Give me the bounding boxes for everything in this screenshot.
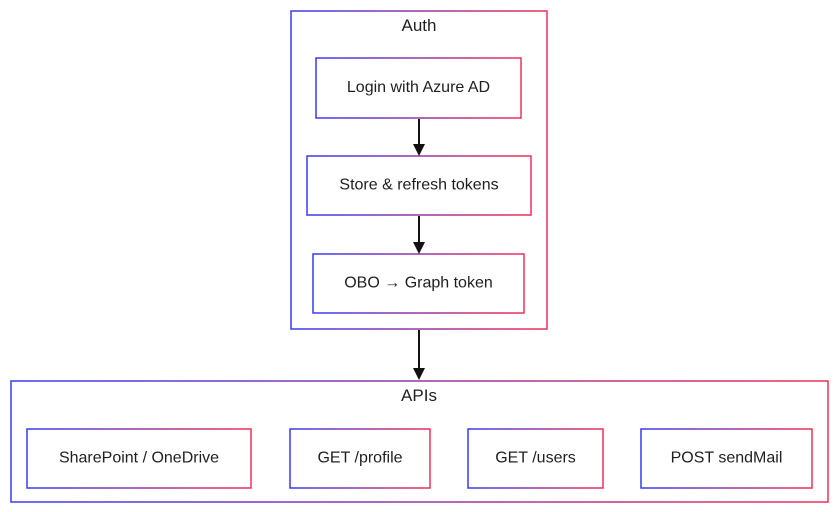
- auth-group: Auth: [290, 10, 548, 330]
- node-login[interactable]: Login with Azure AD: [315, 57, 522, 119]
- node-obo-label: OBO → Graph token: [344, 275, 493, 292]
- node-obo[interactable]: OBO → Graph token: [312, 253, 525, 314]
- node-get-profile[interactable]: GET /profile: [289, 428, 431, 489]
- node-sharepoint-box[interactable]: [26, 428, 252, 489]
- node-store-tokens-label: Store & refresh tokens: [339, 177, 498, 194]
- node-login-box[interactable]: [315, 57, 522, 119]
- node-sharepoint[interactable]: SharePoint / OneDrive: [26, 428, 252, 489]
- node-login-label: Login with Azure AD: [347, 79, 490, 96]
- apis-group-title: APIs: [401, 386, 437, 405]
- node-post-sendmail[interactable]: POST sendMail: [640, 428, 813, 489]
- node-get-users-box[interactable]: [467, 428, 604, 489]
- auth-group-frame: [290, 10, 548, 330]
- node-get-users[interactable]: GET /users: [467, 428, 604, 489]
- node-store-tokens-box[interactable]: [306, 155, 532, 216]
- node-get-profile-label: GET /profile: [317, 450, 402, 467]
- node-sharepoint-label: SharePoint / OneDrive: [59, 450, 219, 467]
- auth-group-title: Auth: [402, 16, 437, 35]
- node-obo-box[interactable]: [312, 253, 525, 314]
- node-post-sendmail-label: POST sendMail: [671, 450, 783, 467]
- apis-group: APIs: [10, 380, 829, 503]
- apis-group-frame: [10, 380, 829, 503]
- node-get-users-label: GET /users: [495, 450, 576, 467]
- node-get-profile-box[interactable]: [289, 428, 431, 489]
- node-post-sendmail-box[interactable]: [640, 428, 813, 489]
- node-store-tokens[interactable]: Store & refresh tokens: [306, 155, 532, 216]
